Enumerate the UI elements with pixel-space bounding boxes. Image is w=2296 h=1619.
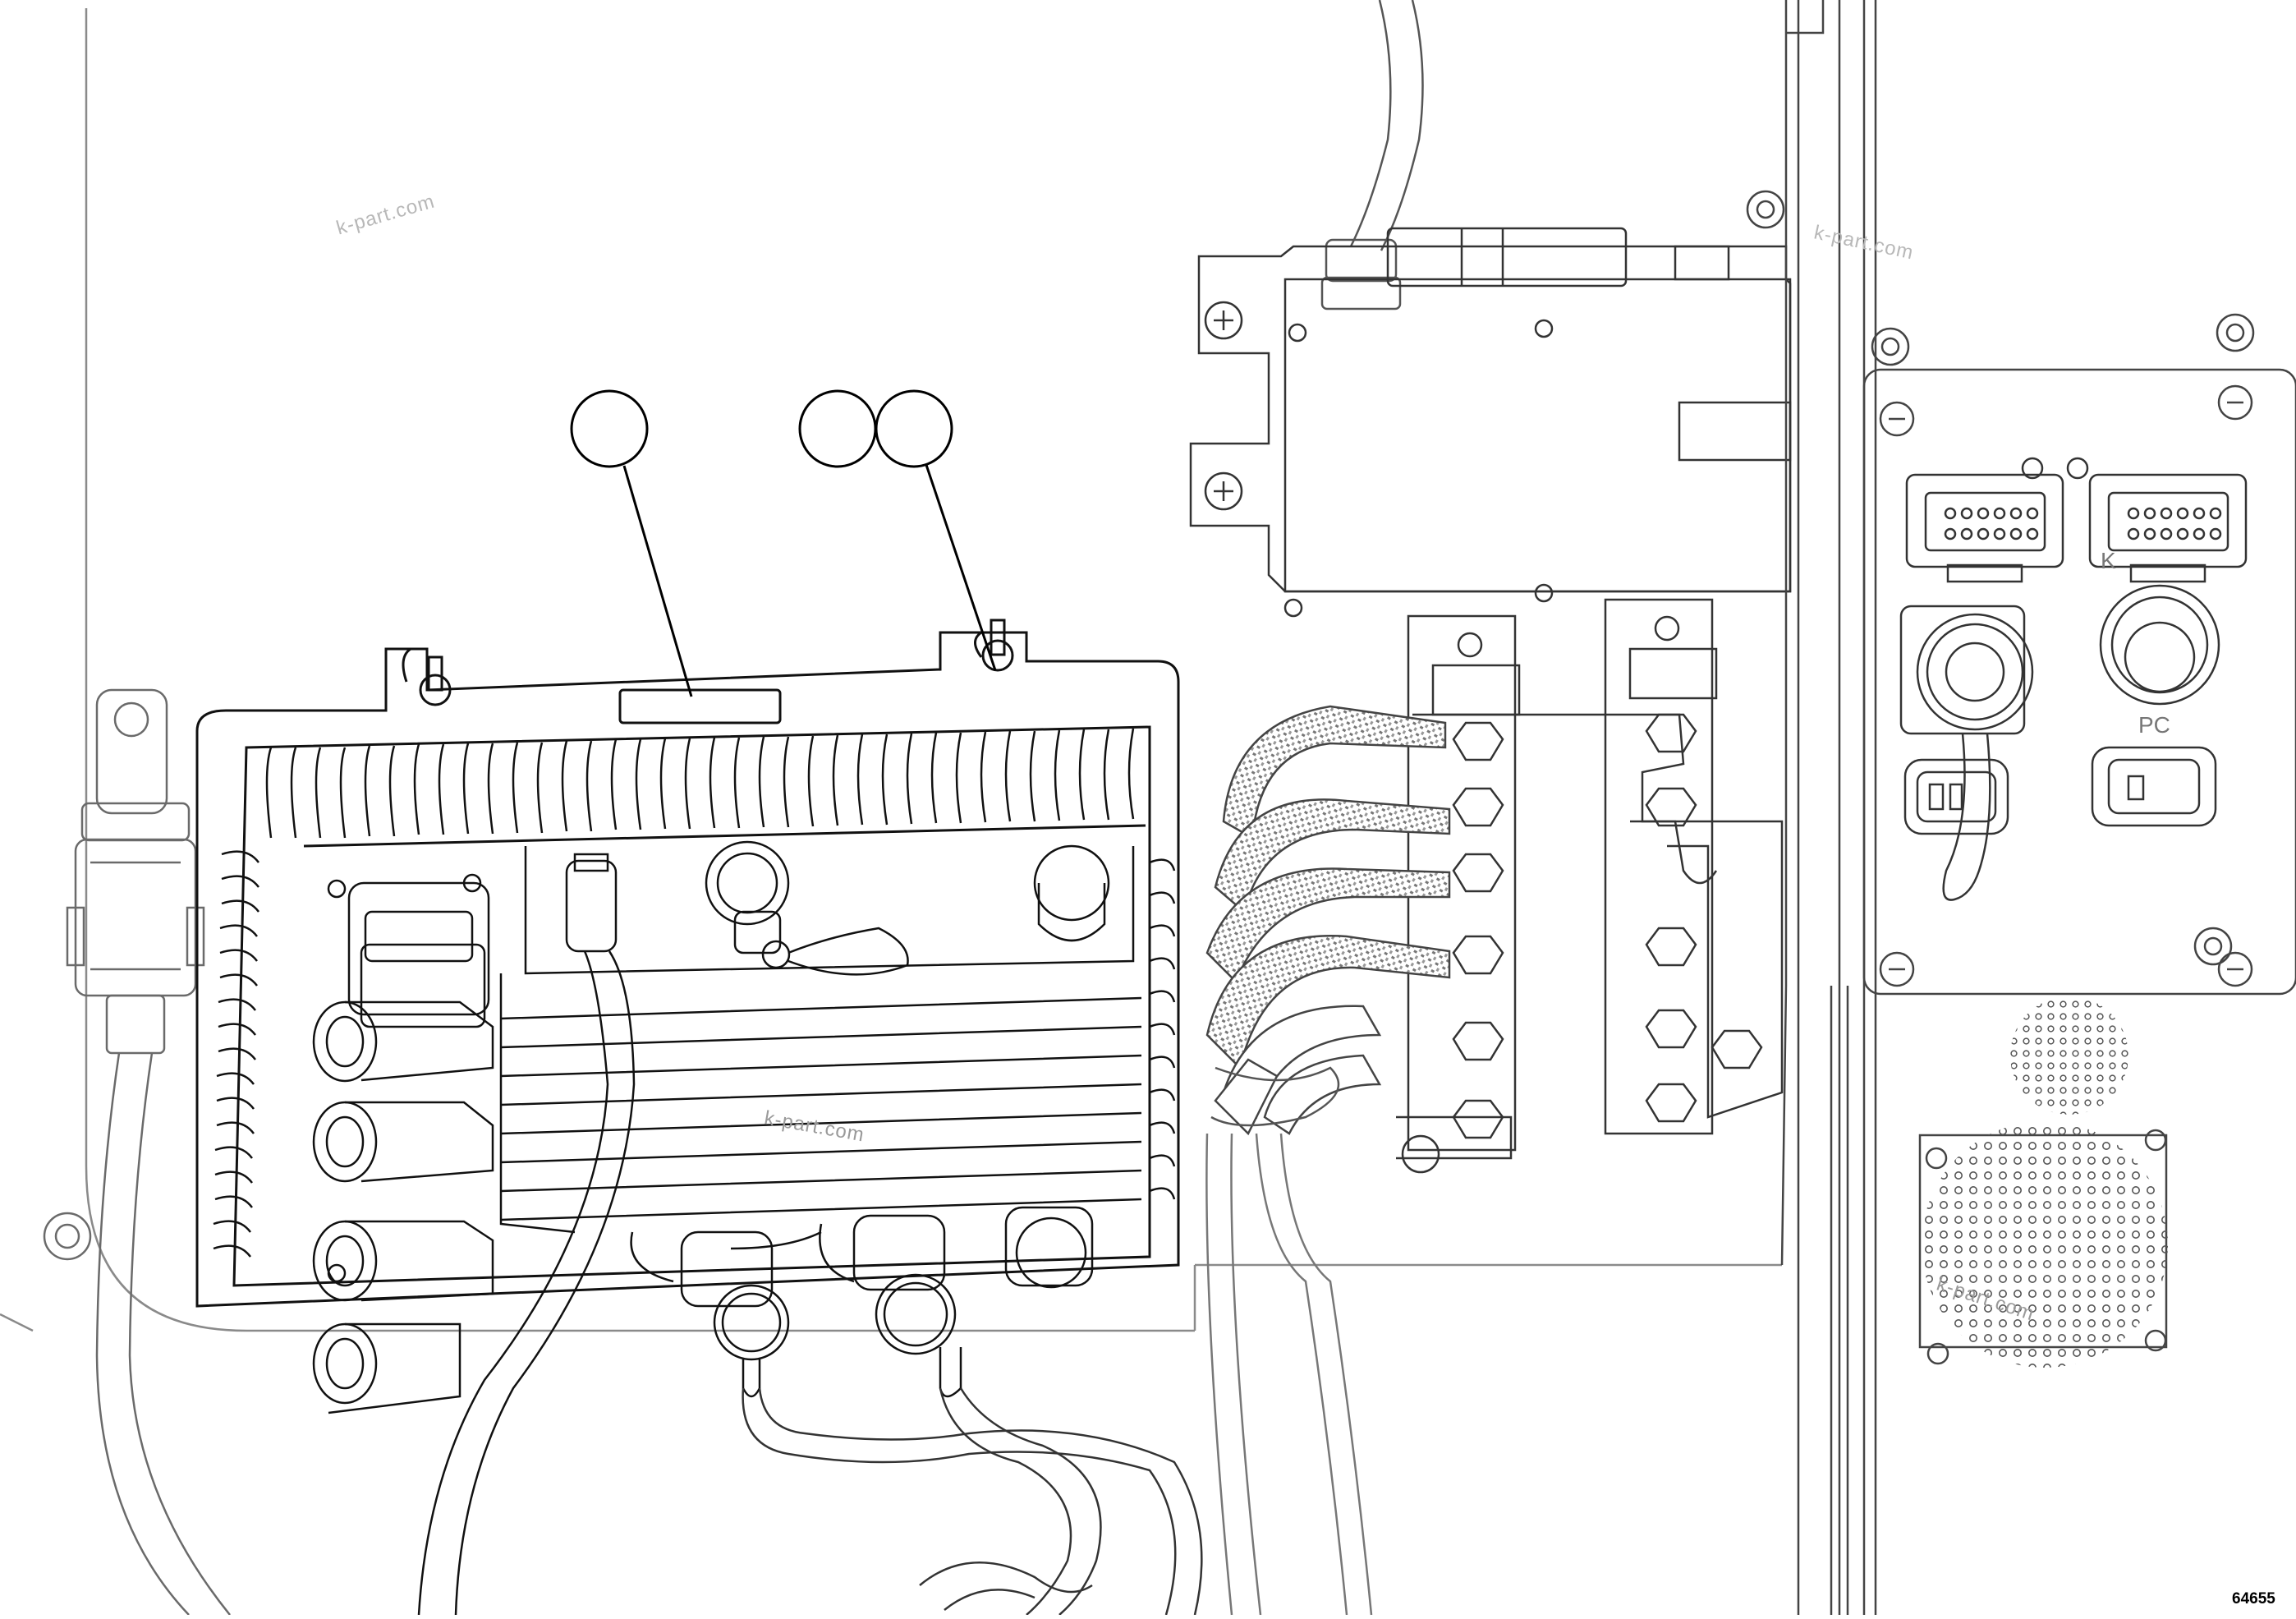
braided-cable-bundle <box>1205 705 1451 1136</box>
bottom-cable-glands <box>630 1206 1094 1398</box>
twelve-pin-connector-right <box>2066 457 2248 583</box>
lower-cables-right <box>1205 1133 1373 1616</box>
callout-1 <box>570 389 693 697</box>
upper-ecu-module <box>1189 227 1792 618</box>
round-connector-left <box>1899 605 2034 901</box>
twelve-pin-connector-left <box>1905 457 2064 583</box>
round-connector-right <box>2091 584 2220 827</box>
callout-2-bubble <box>798 389 877 468</box>
callout-2 <box>798 389 877 468</box>
callout-1-leader <box>622 465 693 697</box>
top-cable-gland <box>705 840 909 976</box>
left-mounting-panel <box>0 8 1782 1332</box>
left-ground-connector <box>66 688 231 1616</box>
motor-controller-housing <box>195 619 1180 1308</box>
terminal-nuts <box>1401 615 1763 1174</box>
callout-3 <box>875 389 997 671</box>
callout-3-leader <box>925 464 997 671</box>
connector-label-k: K <box>2101 548 2116 573</box>
right-vertical-panel <box>1780 0 2296 1615</box>
bottom-looping-cables <box>742 1387 1203 1616</box>
right-cable-gland <box>1033 844 1110 942</box>
cable-tie <box>1210 1066 1340 1127</box>
callout-3-bubble <box>875 389 953 468</box>
top-cable <box>1320 0 1424 310</box>
small-speaker-grille <box>2010 996 2128 1115</box>
controller-power-terminals <box>312 881 494 1414</box>
figure-number: 64655 <box>2232 1590 2275 1608</box>
lower-left-bolt-icon <box>43 1212 92 1261</box>
controller-face-ribs <box>327 846 1142 1283</box>
callout-1-bubble <box>570 389 649 468</box>
terminal-block <box>1396 598 1784 1160</box>
signal-cable <box>417 853 636 1616</box>
right-panel-bolts <box>1746 190 2255 987</box>
controller-cooling-fins <box>213 728 1176 1258</box>
large-speaker-grille <box>1918 1121 2168 1368</box>
connector-label-pc: PC <box>2138 712 2170 738</box>
